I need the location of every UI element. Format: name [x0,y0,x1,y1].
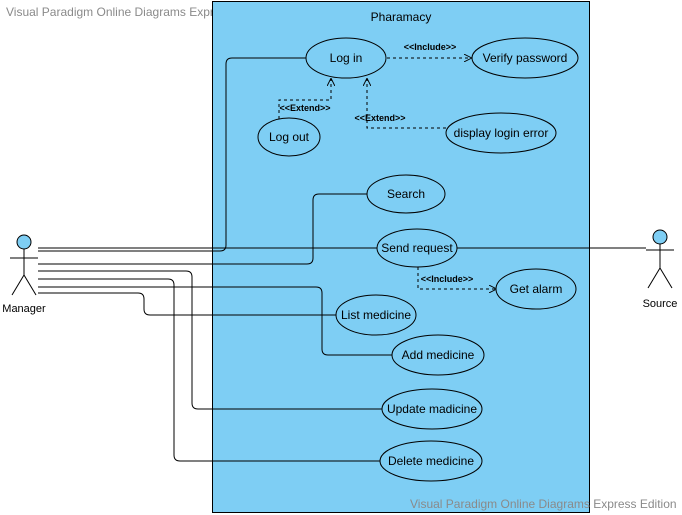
use-case-login[interactable] [305,37,387,79]
use-case-update-medicine-label: Update madicine [387,402,477,416]
extend-arrow-logout[interactable] [278,79,331,119]
use-case-logout-label: Log out [269,130,310,144]
use-case-delete-medicine[interactable] [379,440,483,482]
assoc-manager-search[interactable] [38,193,367,265]
use-case-display-login-error[interactable] [445,112,557,154]
assoc-manager-login[interactable] [38,57,306,252]
extend-arrow-login-error[interactable] [367,79,446,129]
extend-label-logout: <<Extend>> [279,103,330,113]
use-case-verify-password[interactable] [471,37,579,79]
use-case-delete-medicine-label: Delete medicine [388,454,474,468]
use-case-list-medicine-label: List medicine [341,308,411,322]
use-case-get-alarm[interactable] [495,268,577,310]
assoc-manager-add-medicine[interactable] [38,286,392,356]
assoc-manager-update-medicine[interactable] [38,270,382,410]
use-case-verify-password-label: Verify password [483,51,568,65]
actor-manager-label: Manager [2,303,46,315]
use-case-add-medicine[interactable] [391,334,485,376]
use-case-send-request[interactable] [376,228,458,268]
assoc-manager-list-medicine[interactable] [38,292,337,316]
include-label-alarm: <<Include>> [421,274,474,284]
actor-manager[interactable] [10,234,38,296]
use-case-logout[interactable] [257,117,321,157]
use-case-list-medicine[interactable] [335,294,417,336]
use-case-search-label: Search [387,187,425,201]
use-case-get-alarm-label: Get alarm [510,282,563,296]
watermark-top: Visual Paradigm Online Diagrams Express … [6,5,273,19]
use-case-display-login-error-label: display login error [454,126,549,140]
watermark-bottom: Visual Paradigm Online Diagrams Express … [410,497,677,511]
system-title: Pharamacy [370,10,432,24]
include-label-verify: <<Include>> [404,42,457,52]
use-case-send-request-label: Send request [381,241,453,255]
actor-source-label: Source [643,298,678,310]
extend-label-login-error: <<Extend>> [354,113,405,123]
use-case-login-label: Log in [330,51,363,65]
use-case-add-medicine-label: Add medicine [402,348,475,362]
assoc-manager-delete-medicine[interactable] [38,278,380,462]
actor-source[interactable] [646,229,674,289]
use-case-search[interactable] [366,174,446,214]
include-arrow-alarm[interactable] [417,267,496,289]
use-case-update-medicine[interactable] [381,388,483,430]
